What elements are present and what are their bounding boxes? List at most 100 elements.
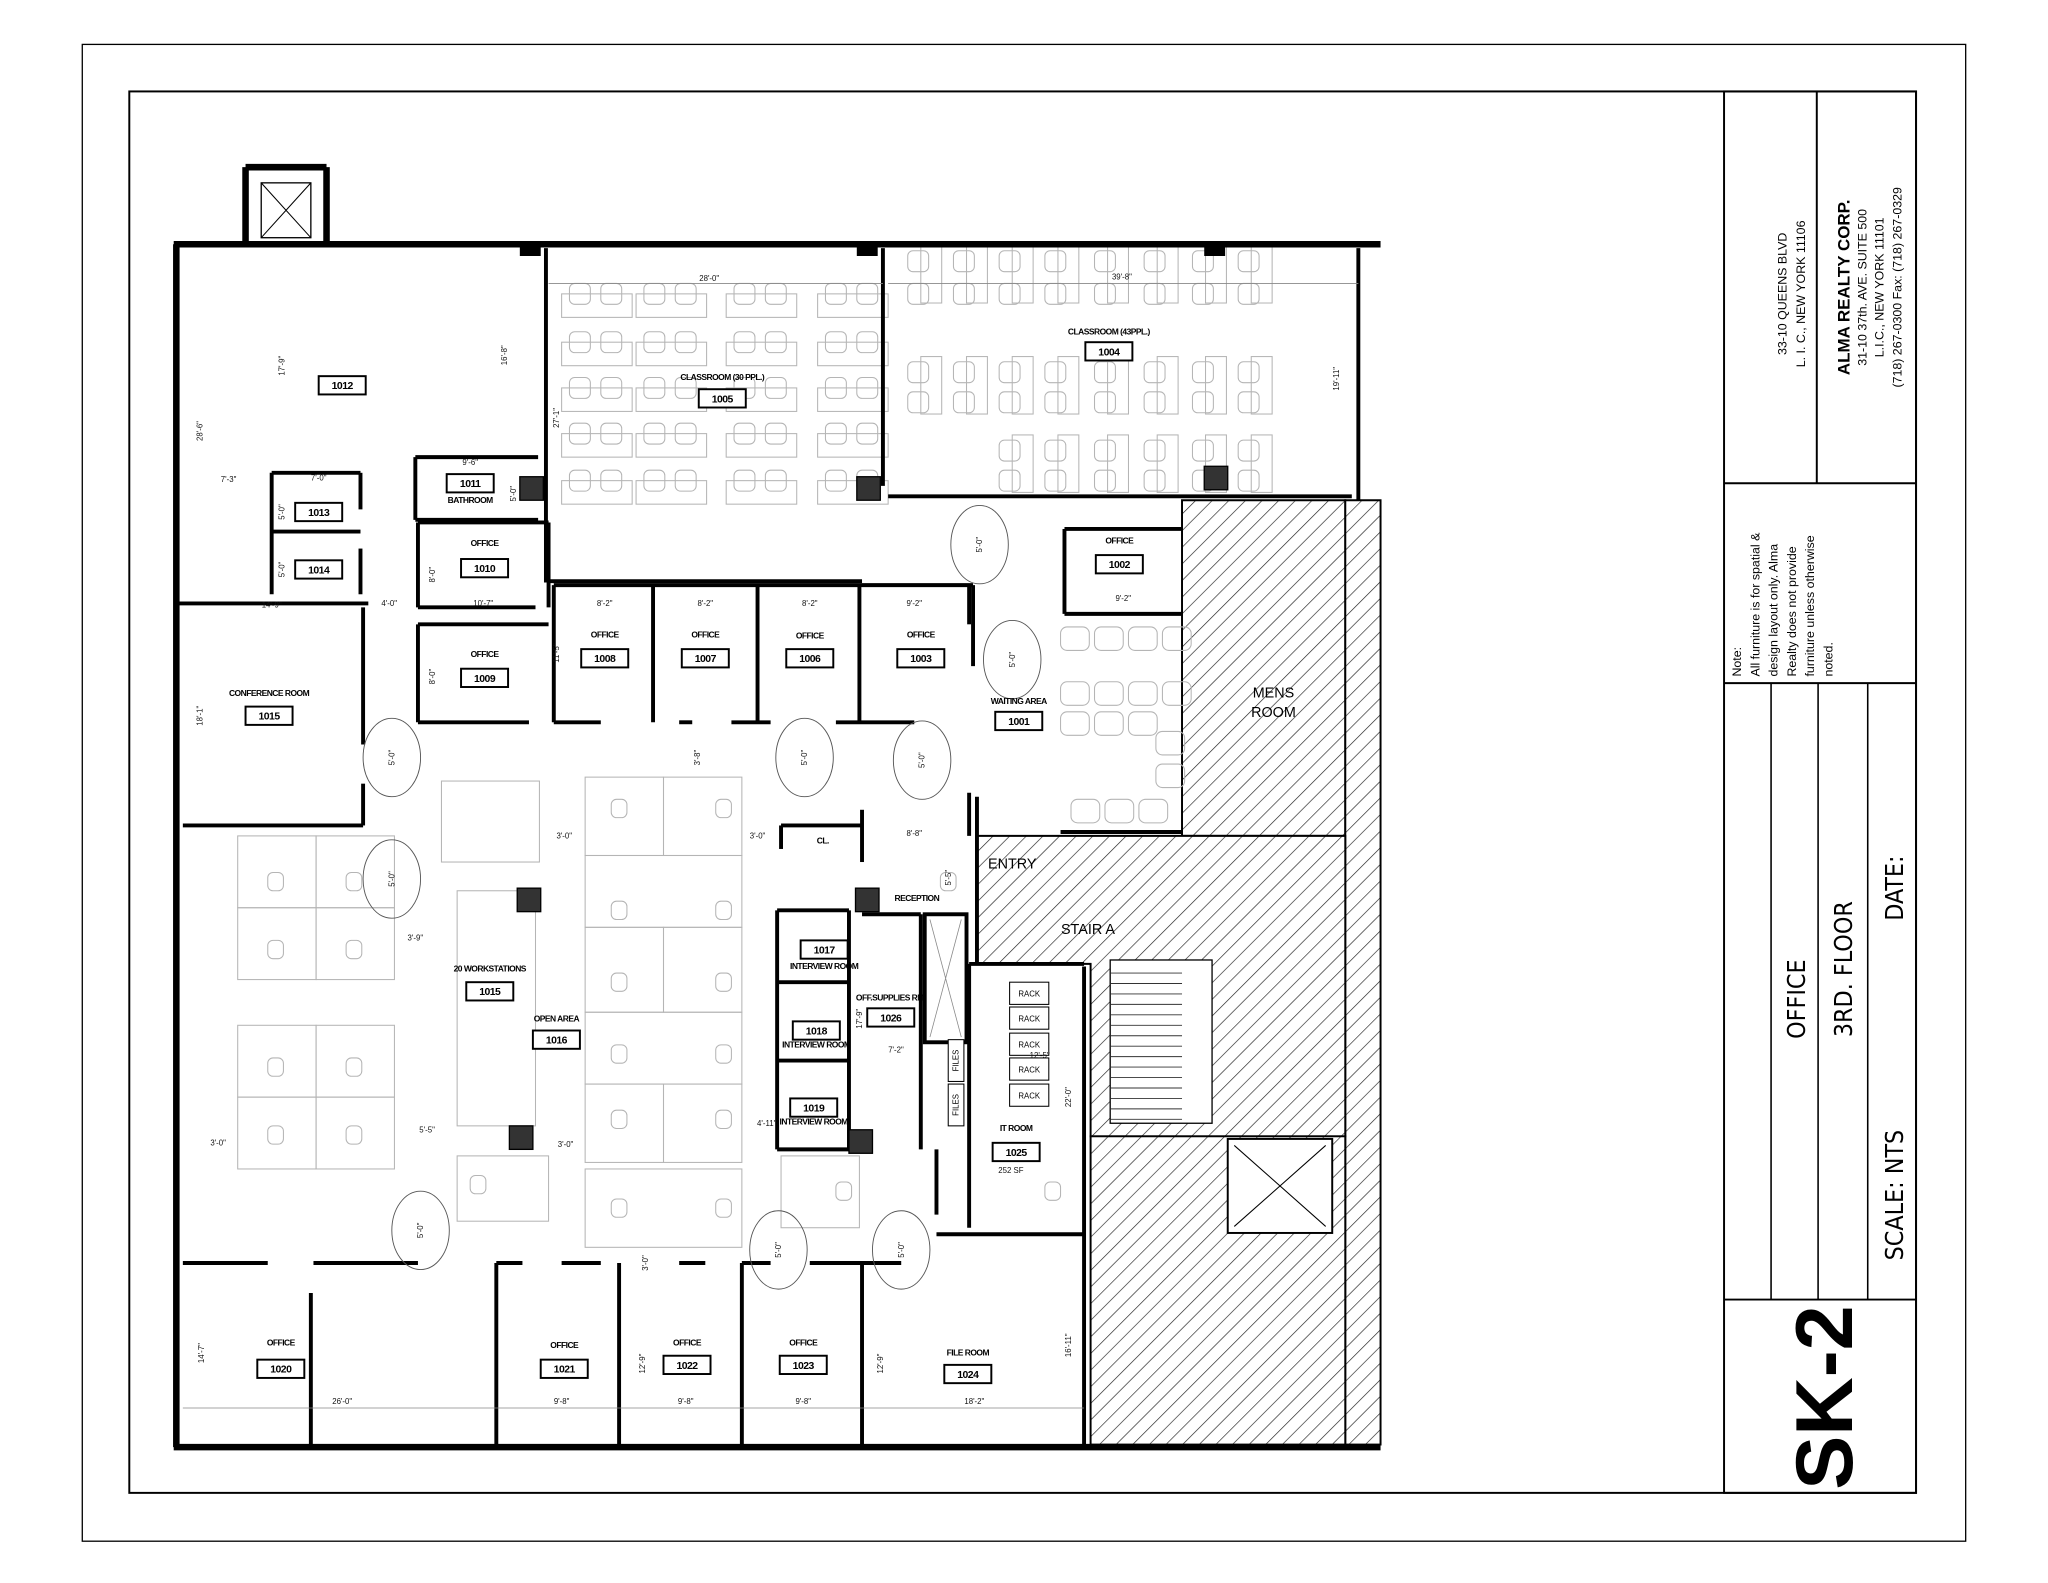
waiting-chair: [1161, 626, 1192, 651]
note-line: Realty does not provide: [1785, 546, 1799, 676]
structural-column: [848, 1129, 874, 1154]
classroom-desk: [635, 293, 708, 318]
floor-label: 3RD. FLOOR: [1829, 901, 1858, 1037]
classroom-desk: [1250, 356, 1273, 415]
chair: [674, 422, 697, 445]
dimension-label: 16'-8": [500, 345, 509, 365]
office-chair: [345, 871, 363, 892]
classroom-desk: [561, 480, 633, 505]
office-chair: [267, 1057, 284, 1077]
turning-circle: [362, 717, 422, 798]
classroom-desk: [1250, 434, 1273, 493]
dimension-label: 12'-9": [638, 1353, 647, 1373]
room-number: 1001: [1008, 717, 1030, 728]
chair: [733, 331, 756, 354]
note-line: noted.: [1821, 642, 1835, 676]
room-number-box: [445, 473, 495, 494]
chair: [643, 376, 666, 399]
room-number: 1015: [258, 712, 280, 723]
room-label-2: 1013: [294, 501, 344, 523]
chair: [952, 250, 975, 273]
waiting-chair: [1093, 681, 1124, 706]
furniture-layout: [237, 245, 1273, 1248]
structural-column: [508, 1125, 534, 1151]
structural-column: [856, 242, 878, 256]
classroom-desk: [1156, 434, 1179, 493]
chair: [907, 250, 930, 273]
dimension-label: 9'-8": [795, 1397, 811, 1406]
room-name: OFFICE: [471, 538, 500, 548]
chair: [1191, 361, 1214, 384]
chair: [1093, 439, 1116, 462]
classroom-desk: [1011, 434, 1034, 493]
chair: [1093, 282, 1116, 305]
room-label-20: OFF.SUPPLIES RM.1026: [856, 992, 926, 1028]
dimension-label: 9'-2": [1115, 594, 1131, 603]
rack-label: RACK: [1018, 1065, 1041, 1074]
room-number-box: [785, 648, 835, 669]
workstation: [456, 890, 537, 1127]
rack-box: [1009, 1032, 1050, 1056]
office-chair: [715, 798, 732, 819]
dimension-label: 3'-0": [641, 1255, 650, 1271]
dimension-label: 8'-0": [428, 669, 437, 685]
room-number-box: [991, 1141, 1041, 1163]
room-number: 1014: [308, 565, 330, 576]
dimension-label: 5'-5": [944, 870, 953, 886]
classroom-desk: [1205, 434, 1227, 493]
files-cabinet: [947, 1083, 965, 1127]
room-number-box: [256, 1358, 306, 1379]
dimension-label: 8'-2": [697, 599, 713, 608]
classroom-desk: [817, 480, 889, 505]
office-chair: [610, 900, 628, 921]
turning-circle-label: 5'-0": [975, 537, 984, 553]
room-number-box: [460, 667, 510, 688]
classroom-desk: [635, 433, 708, 458]
room-name: OFFICE: [789, 1337, 818, 1347]
room-number-box: [791, 1020, 841, 1041]
waiting-chair: [1060, 626, 1090, 651]
dimension-label: 12'-5": [1030, 1051, 1050, 1060]
dimension-label: 9'-6": [462, 458, 478, 467]
chair: [733, 469, 756, 492]
room-name: OFF.SUPPLIES RM.: [856, 992, 926, 1002]
dimension-label: 7'-2": [888, 1046, 904, 1055]
dimension-label: 7'-0": [311, 474, 327, 483]
office-chair: [835, 1181, 853, 1201]
chair: [998, 361, 1021, 384]
property-address-line-2: L. I. C., NEW YORK 11106: [1794, 220, 1808, 367]
room-name: INTERVIEW ROOM: [790, 961, 859, 971]
classroom-desk: [635, 341, 708, 367]
waiting-chair: [1155, 763, 1186, 789]
dimension-label: 17'-9": [278, 356, 287, 376]
dimension-label: 27'-1": [552, 408, 561, 428]
room-number-box: [680, 648, 730, 669]
dimension-label: 8'-2": [802, 599, 818, 608]
turning-circle-label: 5'-0": [1008, 652, 1017, 668]
chair: [1044, 250, 1067, 273]
chair: [1237, 250, 1260, 273]
room-number-box: [294, 501, 344, 523]
dimension-label: 10'-7": [473, 599, 493, 608]
classroom-desk: [561, 433, 633, 458]
office-chair: [610, 1109, 628, 1129]
turning-clearances: 5'-0"5'-0"5'-0"5'-0"5'-0"5'-0"5'-0"5'-0"…: [362, 505, 1042, 1290]
dimension-label: 28'-6": [195, 421, 204, 441]
chair: [998, 439, 1021, 462]
room-name: OFFICE: [591, 629, 620, 639]
chair: [952, 282, 975, 305]
rack-label: RACK: [1018, 1040, 1041, 1049]
workstation: [315, 1096, 395, 1170]
chair: [998, 469, 1021, 492]
turning-circle: [391, 1190, 450, 1270]
room-name: OFFICE: [796, 631, 825, 641]
outer-border: [81, 43, 1967, 1542]
room-number-box: [465, 981, 515, 1002]
room-number: 1010: [474, 564, 496, 575]
workstation: [662, 926, 743, 1013]
chair: [568, 469, 591, 492]
